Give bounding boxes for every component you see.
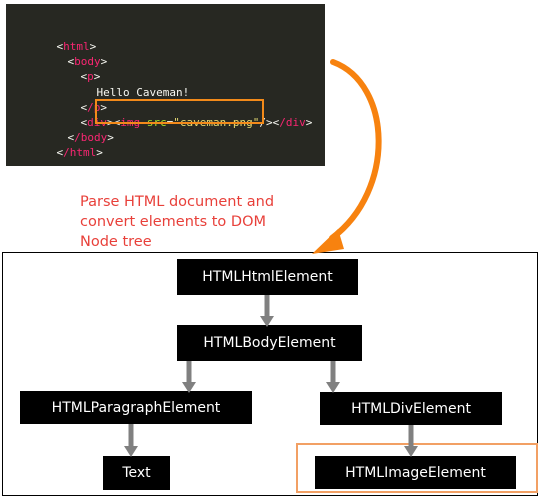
code-text-hello: Hello Caveman!: [96, 86, 190, 99]
code-tag-html-close: /html: [63, 146, 97, 159]
code-tag-html: html: [63, 40, 90, 53]
code-tag-p: p: [87, 70, 94, 83]
parse-caption: Parse HTML document and convert elements…: [80, 192, 340, 252]
node-text: Text: [103, 456, 170, 490]
code-line-body-open: <body>: [67, 55, 108, 68]
caption-line-1: Parse HTML document and: [80, 194, 275, 210]
node-html-element: HTMLHtmlElement: [177, 259, 358, 295]
dom-tree-panel: [2, 252, 538, 496]
code-line-p-open: <p>: [80, 70, 101, 83]
node-div-element: HTMLDivElement: [320, 392, 502, 425]
node-body-element: HTMLBodyElement: [177, 325, 362, 361]
code-tag-body-close: /body: [74, 131, 108, 144]
code-tag-p-close: /p: [87, 101, 101, 114]
code-tag-div-close: /div: [279, 116, 306, 129]
html-code-panel: <html> <body> <p> Hello Caveman! </p> <d…: [6, 4, 325, 166]
code-line-html-open: <html>: [56, 40, 97, 53]
code-line-text: Hello Caveman!: [70, 70, 190, 115]
code-tag-body: body: [74, 55, 101, 68]
caption-line-3: Node tree: [80, 234, 152, 250]
img-tag-highlight-box: [95, 99, 264, 124]
caption-line-2: convert elements to DOM: [80, 214, 267, 230]
code-line-body-close: </body>: [67, 131, 114, 144]
node-paragraph-element: HTMLParagraphElement: [20, 391, 252, 424]
image-node-highlight-box: [296, 443, 538, 493]
node-image-element: HTMLImageElement: [315, 456, 516, 489]
code-line-html-close: </html>: [56, 146, 103, 159]
code-line-p-close: </p>: [80, 101, 108, 114]
